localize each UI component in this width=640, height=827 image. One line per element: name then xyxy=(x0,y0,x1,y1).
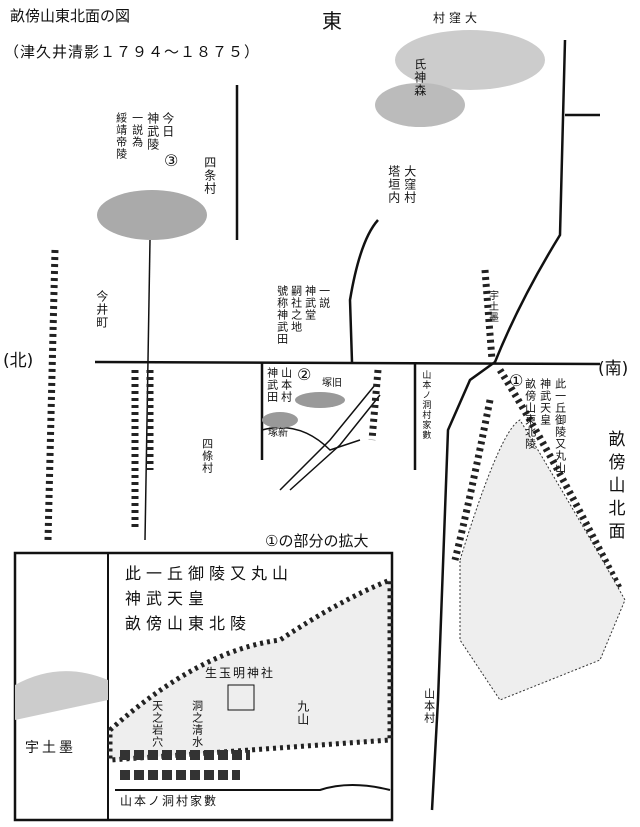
site3-text: 神武陵 xyxy=(145,112,160,151)
inset-drawing xyxy=(15,553,393,820)
okubo-village xyxy=(395,30,545,90)
label-imai-cho: 今井町 xyxy=(94,290,109,329)
label-old-mound: 塚旧 xyxy=(322,378,342,389)
direction-north: (北) xyxy=(3,351,34,371)
inset-kuyama-label: 九山 xyxy=(295,700,310,726)
label-ujigami-mori: 氏神森 xyxy=(412,58,427,97)
inset-text-line: 畝傍山東北陵 xyxy=(125,614,252,633)
label-udo: 宇土墨 xyxy=(486,290,498,323)
label-okubo-mura: 大窪村 xyxy=(402,165,417,204)
ujigami-forest xyxy=(375,83,465,127)
label-yamamoto-hora: 山本ノ洞村家數 xyxy=(420,370,431,440)
inset-village-label: 山本ノ洞村家數 xyxy=(120,794,219,808)
map-subtitle: （津久井清影１７９４～１８７５） xyxy=(4,43,261,61)
label-shijo-mura: 四条村 xyxy=(202,156,217,195)
unebi-hill xyxy=(459,419,626,701)
site3-text: 綏靖帝陵 xyxy=(114,112,128,160)
site3-marker: ③ xyxy=(164,151,179,170)
jinmudo-text: 號称神武田 xyxy=(275,285,289,345)
inset-text-line: 神武天皇 xyxy=(125,589,210,608)
site2-text: 山本村 xyxy=(279,367,293,403)
label-new-mound: 塚新 xyxy=(268,428,288,439)
site3-text: 今日 xyxy=(160,112,175,138)
main-road-horizontal xyxy=(94,360,601,366)
road-to-okubo xyxy=(348,219,379,363)
jinmudo-text: 一説 xyxy=(317,285,331,309)
site2-boundary xyxy=(260,362,417,470)
inset-shrine-label: 生玉明神社 xyxy=(205,666,276,680)
site2-text: 神武田 xyxy=(265,367,279,403)
jinmudo-text: 嗣社之地 xyxy=(289,285,303,333)
site1-text: 此一丘御陵又丸山 xyxy=(553,378,567,474)
jinmudo-text: 神武堂 xyxy=(303,285,317,321)
direction-south: (南) xyxy=(598,359,629,379)
site1-text: 畝傍山東北陵 xyxy=(523,378,537,450)
tree-row-unebi-west xyxy=(451,399,494,561)
inset-caption: ①の部分の拡大 xyxy=(265,532,369,550)
inset-spring-label: 洞之清水 xyxy=(190,700,204,748)
label-unebi-north: 畝傍山北面 xyxy=(604,430,625,545)
tree-row-imai xyxy=(44,249,59,541)
label-tougaito: 塔垣内 xyxy=(386,165,401,204)
site2-road xyxy=(261,426,361,451)
site1-text: 神武天皇 xyxy=(538,378,552,426)
old-mound xyxy=(295,392,345,408)
map-title: 畝傍山東北面の図 xyxy=(10,7,131,25)
inset-udo-label: 宇土墨 xyxy=(25,740,76,756)
path-north xyxy=(144,239,151,541)
site2-marker: ② xyxy=(297,365,312,384)
label-shijo-mura-lower: 四條村 xyxy=(200,438,214,474)
direction-east: 東 xyxy=(322,9,342,33)
inset-text-line: 此一丘御陵又丸山 xyxy=(125,564,294,583)
site3-text: 一説為 xyxy=(130,112,144,148)
site1-marker: ① xyxy=(509,371,524,390)
new-mound xyxy=(262,412,298,428)
label-okubo-top: 村窪大 xyxy=(433,11,482,25)
inset-cave-label: 天之岩穴 xyxy=(150,700,164,748)
tree-row-jinmuda xyxy=(368,369,382,441)
tree-row-east xyxy=(481,269,496,361)
tree-row-unebi-ridge xyxy=(497,368,624,592)
east-road xyxy=(430,39,567,811)
label-yamamoto-mura: 山本村 xyxy=(422,688,436,724)
site3-mound xyxy=(97,190,207,240)
